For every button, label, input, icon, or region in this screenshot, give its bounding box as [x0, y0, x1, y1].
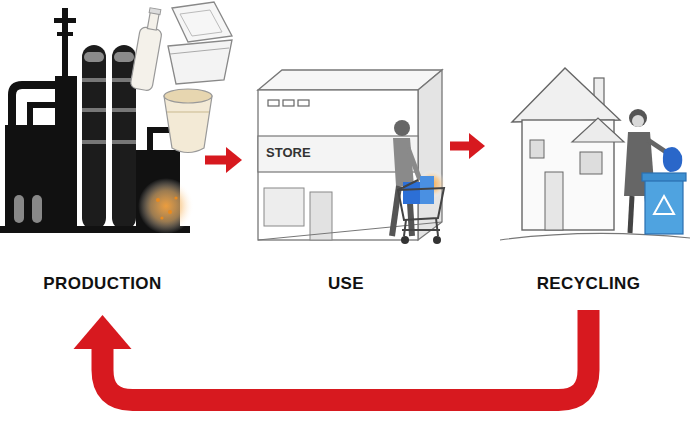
- person-recycling: [624, 109, 682, 233]
- stage-node: USE: [242, 60, 450, 310]
- shopping-cart: [398, 170, 446, 244]
- clamshell-container: [168, 2, 232, 84]
- factory-silhouette: [0, 8, 194, 234]
- house: [500, 68, 690, 240]
- bottle: [130, 7, 166, 92]
- stage-node: RECYCLING: [485, 60, 692, 310]
- stage-label: USE: [242, 273, 450, 295]
- flow-arrow: [205, 147, 242, 173]
- store-building: [258, 70, 442, 240]
- stage-label: PRODUCTION: [0, 273, 205, 295]
- recycle-bin: [642, 173, 686, 234]
- flow-arrow: [74, 310, 589, 400]
- stage-label: RECYCLING: [485, 273, 692, 295]
- sign-text: STORE: [266, 145, 311, 160]
- food-cup: [164, 89, 212, 153]
- stage-node: PRODUCTION: [0, 20, 205, 315]
- flow-arrow: [450, 133, 485, 159]
